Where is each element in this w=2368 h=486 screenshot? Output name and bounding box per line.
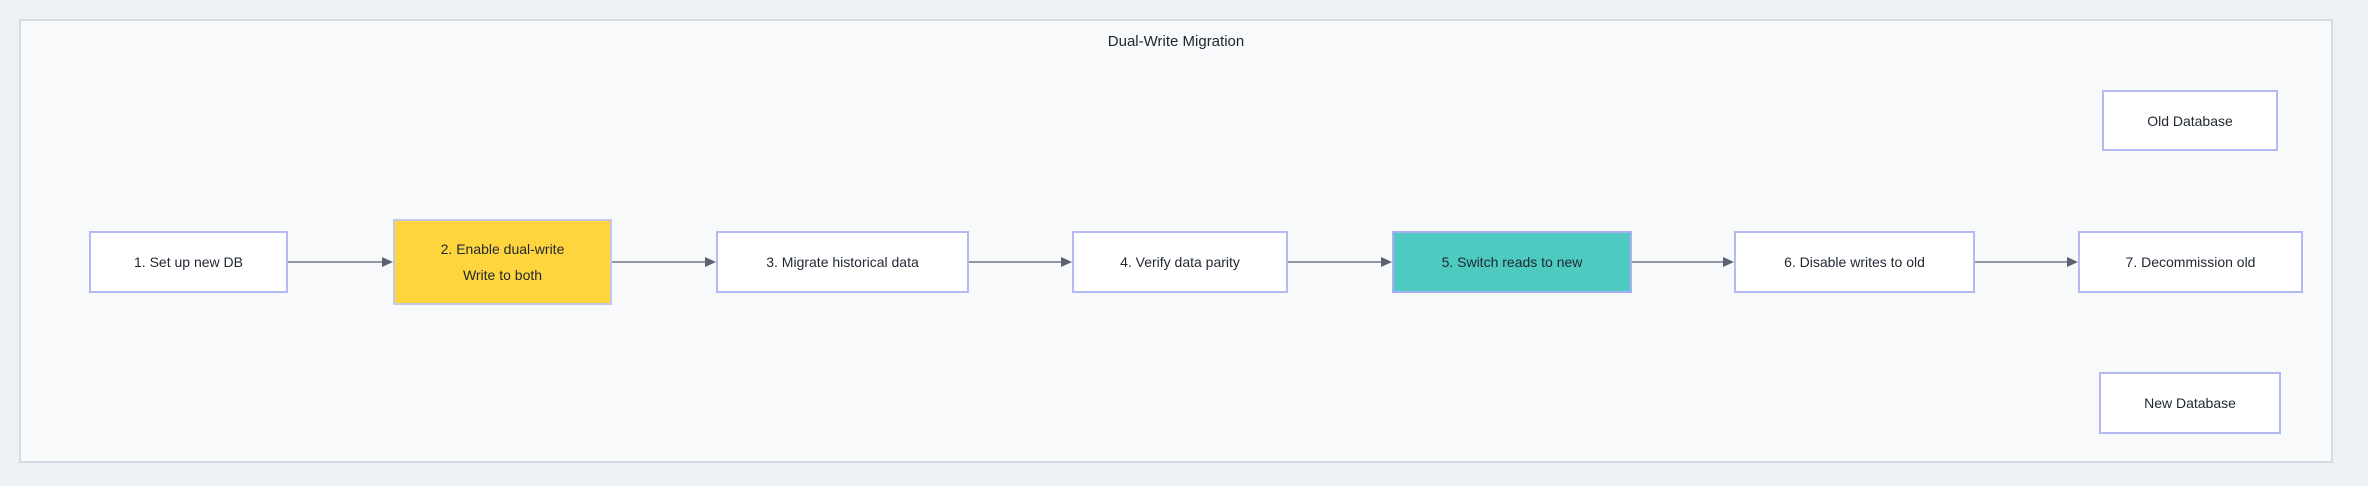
step-node-7[interactable]: 7. Decommission old [2078, 231, 2303, 293]
step-node-2[interactable]: 2. Enable dual-write Write to both [393, 219, 612, 305]
arrowhead-icon [705, 257, 716, 267]
step-node-7-label: 7. Decommission old [2125, 254, 2256, 270]
arrowhead-icon [1061, 257, 1072, 267]
edge-step3-step4[interactable] [969, 256, 1072, 268]
diagram-title: Dual-Write Migration [1107, 33, 1245, 50]
migration-group-frame[interactable]: Dual-Write Migration 1. Set up new DB 2.… [19, 19, 2333, 463]
old-database-label: Old Database [2147, 112, 2233, 129]
edge-step5-step6[interactable] [1632, 256, 1734, 268]
step-node-5-label: 5. Switch reads to new [1441, 254, 1583, 270]
edge-step4-step5[interactable] [1288, 256, 1392, 268]
step-node-1-label: 1. Set up new DB [134, 254, 243, 270]
new-database-node[interactable]: New Database [2099, 372, 2281, 434]
arrowhead-icon [1723, 257, 1734, 267]
edge-line [1975, 261, 2069, 263]
arrowhead-icon [382, 257, 393, 267]
edge-line [288, 261, 384, 263]
step-node-2-label-line1: 2. Enable dual-write [440, 241, 565, 257]
step-node-5[interactable]: 5. Switch reads to new [1392, 231, 1632, 293]
step-node-6[interactable]: 6. Disable writes to old [1734, 231, 1975, 293]
arrowhead-icon [2067, 257, 2078, 267]
edge-line [1288, 261, 1383, 263]
step-node-2-label-line2: Write to both [462, 267, 543, 283]
step-node-1[interactable]: 1. Set up new DB [89, 231, 288, 293]
new-database-label: New Database [2144, 395, 2236, 411]
edge-line [612, 261, 707, 263]
step-node-4-label: 4. Verify data parity [1120, 254, 1240, 270]
edge-line [969, 261, 1063, 263]
step-node-3-label: 3. Migrate historical data [766, 254, 919, 270]
edge-step6-step7[interactable] [1975, 256, 2078, 268]
arrowhead-icon [1381, 257, 1392, 267]
step-node-6-label: 6. Disable writes to old [1784, 254, 1925, 270]
old-database-node[interactable]: Old Database [2102, 90, 2278, 151]
step-node-3[interactable]: 3. Migrate historical data [716, 231, 969, 293]
edge-line [1632, 261, 1725, 263]
edge-step2-step3[interactable] [612, 256, 716, 268]
step-node-4[interactable]: 4. Verify data parity [1072, 231, 1288, 293]
edge-step1-step2[interactable] [288, 256, 393, 268]
